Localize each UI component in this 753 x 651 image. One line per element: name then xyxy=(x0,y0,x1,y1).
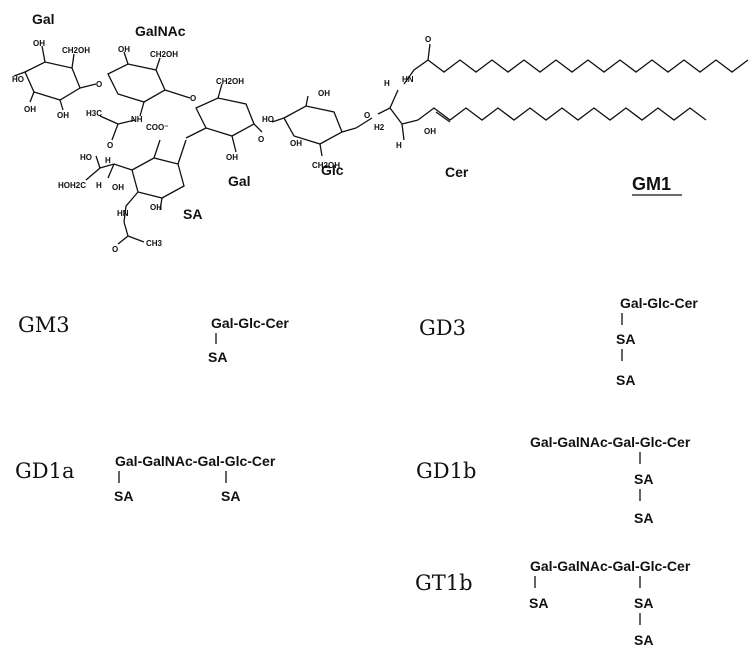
atom-ch2oh-1: CH2OH xyxy=(62,46,90,55)
atom-nh-1: NH xyxy=(131,115,143,124)
ring-gal-mid xyxy=(185,83,263,153)
ring-sa xyxy=(85,139,187,223)
gm3-sa-1: SA xyxy=(208,349,227,365)
label-sa: SA xyxy=(183,206,202,222)
gd3-sa-1: SA xyxy=(616,331,635,347)
gm1-structure: Gal GalNAc Gal Glc Cer SA GM1 OH CH2OH H… xyxy=(12,11,749,254)
gd1b-sa-1: SA xyxy=(634,471,653,487)
atom-h-1: H xyxy=(105,156,111,165)
gt1b-sa-3: SA xyxy=(634,632,653,648)
atom-ch2oh-2: CH2OH xyxy=(150,50,178,59)
label-glc: Glc xyxy=(321,162,344,178)
atom-ch2oh-4: CH2OH xyxy=(312,161,340,170)
gd1a-sa-1: SA xyxy=(114,488,133,504)
atom-ho-1: HO xyxy=(12,75,24,84)
atom-hn-1: HN xyxy=(402,75,414,84)
ganglioside-gm3: GM3 Gal-Glc-Cer SA xyxy=(18,313,289,365)
label-gal-mid: Gal xyxy=(228,173,251,189)
gt1b-sa-1: SA xyxy=(529,595,548,611)
atom-h-2: H xyxy=(96,181,102,190)
atom-o-2: O xyxy=(107,141,113,150)
label-cer: Cer xyxy=(445,164,469,180)
atom-oh-7: OH xyxy=(150,203,162,212)
atom-oh-2: OH xyxy=(24,105,36,114)
ring-gal-top xyxy=(13,45,97,111)
gt1b-name: GT1b xyxy=(415,571,473,595)
ganglioside-gd1a: GD1a Gal-GalNAc-Gal-Glc-Cer SA SA xyxy=(15,453,276,504)
atom-oh-3: OH xyxy=(57,111,69,120)
ring-glc xyxy=(271,95,373,157)
atom-o-3: O xyxy=(190,94,196,103)
gd1b-chain: Gal-GalNAc-Gal-Glc-Cer xyxy=(530,434,691,450)
atom-o-1: O xyxy=(96,80,102,89)
atom-ch2oh-3: CH2OH xyxy=(216,77,244,86)
gd3-sa-2: SA xyxy=(616,372,635,388)
atom-o-6: O xyxy=(364,111,370,120)
atom-ch3-1: CH3 xyxy=(146,239,163,248)
atom-oh-1: OH xyxy=(33,39,45,48)
atom-hoh2c: HOH2C xyxy=(58,181,86,190)
gt1b-sa-2: SA xyxy=(634,595,653,611)
gm3-chain: Gal-Glc-Cer xyxy=(211,315,289,331)
atom-h2: H2 xyxy=(374,123,385,132)
atom-coo-1: COO⁻ xyxy=(146,123,168,132)
atom-h-3: H xyxy=(384,79,390,88)
gd3-name: GD3 xyxy=(419,316,466,340)
atom-o-7: O xyxy=(425,35,431,44)
atom-hn-2: HN xyxy=(117,209,129,218)
atom-h3c-1: H3C xyxy=(86,109,102,118)
ganglioside-gd3: GD3 Gal-Glc-Cer SA SA xyxy=(419,295,698,388)
label-gm1: GM1 xyxy=(632,174,671,194)
ceramide-head xyxy=(377,43,431,141)
ring-galnac xyxy=(99,51,191,141)
atom-oh-8: OH xyxy=(318,89,330,98)
atom-ho-3: HO xyxy=(262,115,274,124)
atom-oh-9: OH xyxy=(290,139,302,148)
atom-oh-5: OH xyxy=(226,153,238,162)
gm3-name: GM3 xyxy=(18,313,70,337)
double-bond xyxy=(435,111,451,123)
atom-o-5: O xyxy=(112,245,118,254)
atom-h-4: H xyxy=(396,141,402,150)
sphingosine-chain xyxy=(417,107,707,121)
ganglioside-gd1b: GD1b Gal-GalNAc-Gal-Glc-Cer SA SA xyxy=(416,434,691,526)
gd1a-chain: Gal-GalNAc-Gal-Glc-Cer xyxy=(115,453,276,469)
fatty-acid-chain xyxy=(427,59,749,73)
label-gal-top: Gal xyxy=(32,11,55,27)
atom-o-4: O xyxy=(258,135,264,144)
atom-ho-2: HO xyxy=(80,153,92,162)
gd1b-name: GD1b xyxy=(416,459,476,483)
label-galnac: GalNAc xyxy=(135,23,186,39)
gd1a-sa-2: SA xyxy=(221,488,240,504)
gd1a-name: GD1a xyxy=(15,459,75,483)
gd3-chain: Gal-Glc-Cer xyxy=(620,295,698,311)
atom-oh-4: OH xyxy=(118,45,130,54)
ganglioside-gt1b: GT1b Gal-GalNAc-Gal-Glc-Cer SA SA SA xyxy=(415,558,691,648)
atom-oh-10: OH xyxy=(424,127,436,136)
gd1b-sa-2: SA xyxy=(634,510,653,526)
gt1b-chain: Gal-GalNAc-Gal-Glc-Cer xyxy=(530,558,691,574)
atom-oh-6: OH xyxy=(112,183,124,192)
